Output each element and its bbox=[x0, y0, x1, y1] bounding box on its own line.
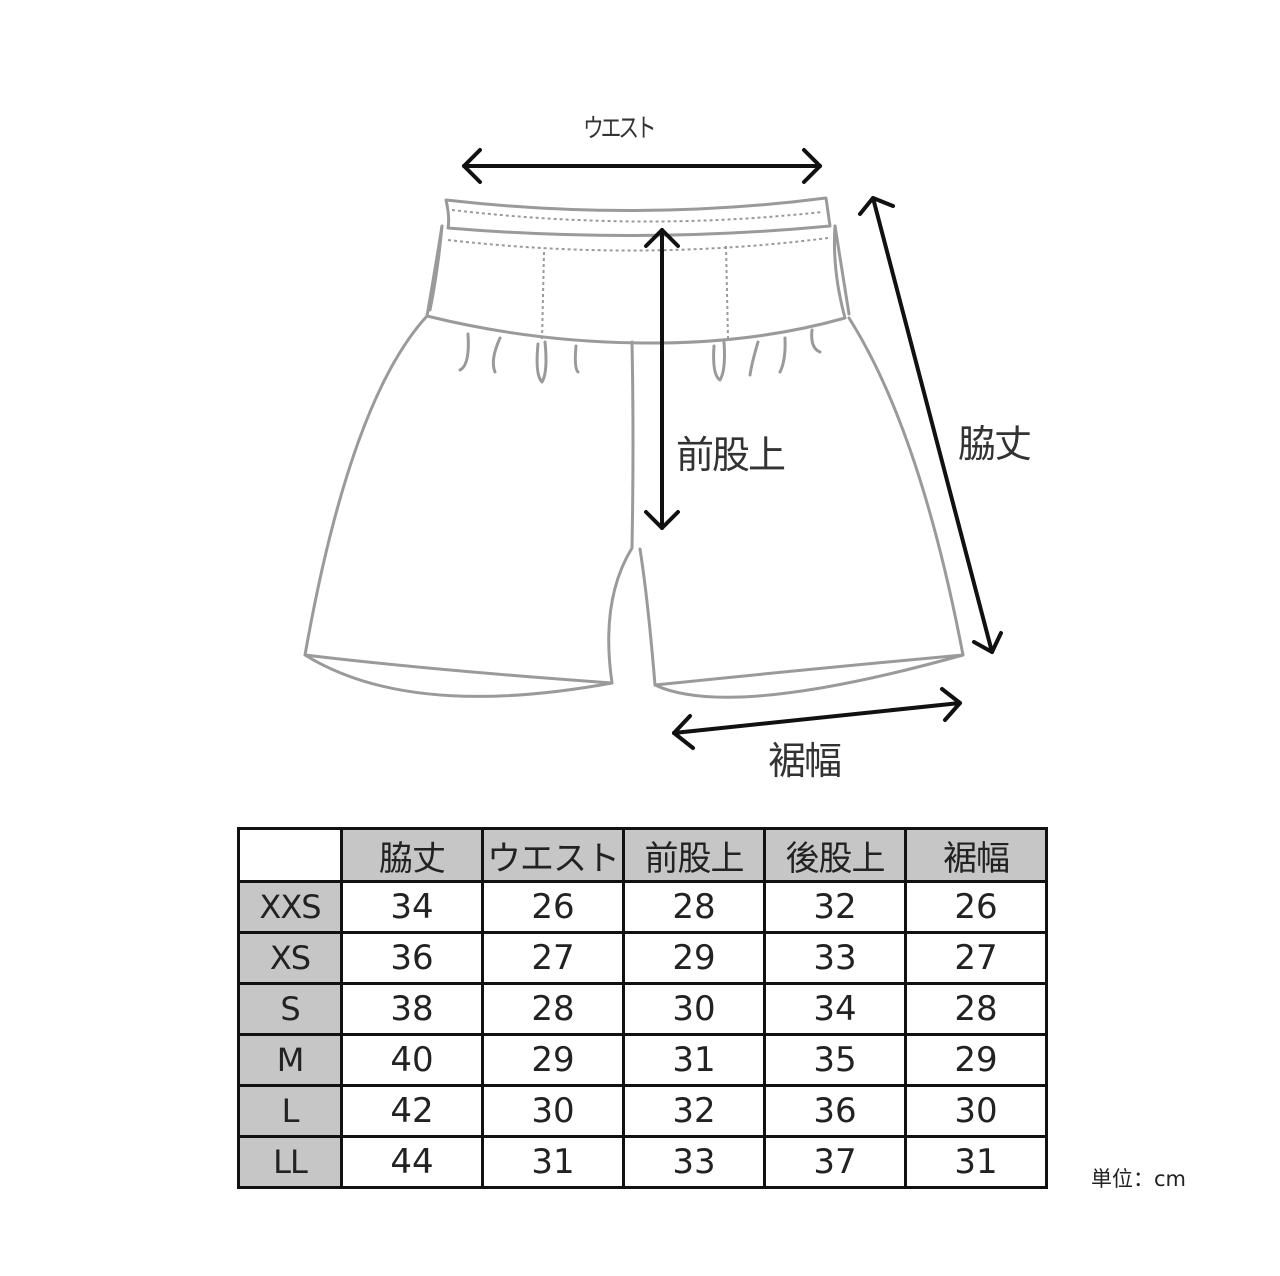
table-cell: 33 bbox=[763, 931, 907, 985]
size-label: M bbox=[237, 1033, 343, 1087]
size-label: XXS bbox=[237, 880, 343, 934]
table-cell: 31 bbox=[481, 1135, 625, 1189]
table-cell: 38 bbox=[340, 982, 484, 1036]
table-cell: 40 bbox=[340, 1033, 484, 1087]
table-cell: 42 bbox=[340, 1084, 484, 1138]
table-cell: 32 bbox=[763, 880, 907, 934]
table-row: XS 36 27 29 33 27 bbox=[237, 931, 1048, 985]
table-cell: 26 bbox=[481, 880, 625, 934]
table-cell: 44 bbox=[340, 1135, 484, 1189]
table-cell: 37 bbox=[763, 1135, 907, 1189]
table-row: S 38 28 30 34 28 bbox=[237, 982, 1048, 1036]
table-cell: 30 bbox=[481, 1084, 625, 1138]
table-cell: 27 bbox=[904, 931, 1048, 985]
table-cell: 28 bbox=[481, 982, 625, 1036]
table-cell: 27 bbox=[481, 931, 625, 985]
table-cell: 29 bbox=[481, 1033, 625, 1087]
table-row: LL 44 31 33 37 31 bbox=[237, 1135, 1048, 1189]
col-header-waist: ウエスト bbox=[481, 827, 625, 883]
waist-label: ウエスト bbox=[583, 114, 657, 144]
col-header-side-length: 脇丈 bbox=[340, 827, 484, 883]
table-row: XXS 34 26 28 32 26 bbox=[237, 880, 1048, 934]
table-cell: 28 bbox=[622, 880, 766, 934]
table-cell: 34 bbox=[763, 982, 907, 1036]
table-corner-cell bbox=[237, 827, 343, 883]
shorts-outline-illustration bbox=[303, 148, 1003, 750]
table-cell: 30 bbox=[622, 982, 766, 1036]
table-cell: 28 bbox=[904, 982, 1048, 1036]
table-cell: 31 bbox=[904, 1135, 1048, 1189]
col-header-back-rise: 後股上 bbox=[763, 827, 907, 883]
shorts-diagram: ウエスト 前股上 脇丈 裾幅 bbox=[303, 114, 1032, 783]
size-label: S bbox=[237, 982, 343, 1036]
table-cell: 35 bbox=[763, 1033, 907, 1087]
table-cell: 34 bbox=[340, 880, 484, 934]
table-cell: 36 bbox=[340, 931, 484, 985]
col-header-hem-width: 裾幅 bbox=[904, 827, 1048, 883]
table-row: M 40 29 31 35 29 bbox=[237, 1033, 1048, 1087]
table-cell: 29 bbox=[622, 931, 766, 985]
table-cell: 32 bbox=[622, 1084, 766, 1138]
table-cell: 31 bbox=[622, 1033, 766, 1087]
table-cell: 26 bbox=[904, 880, 1048, 934]
table-header-row: 脇丈 ウエスト 前股上 後股上 裾幅 bbox=[237, 827, 1048, 883]
size-label: XS bbox=[237, 931, 343, 985]
unit-note: 単位：cm bbox=[1091, 1167, 1187, 1191]
size-label: LL bbox=[237, 1135, 343, 1189]
table-cell: 36 bbox=[763, 1084, 907, 1138]
hem-width-label: 裾幅 bbox=[768, 739, 842, 783]
col-header-front-rise: 前股上 bbox=[622, 827, 766, 883]
front-rise-label: 前股上 bbox=[676, 433, 786, 477]
size-chart-table: 脇丈 ウエスト 前股上 後股上 裾幅 XXS 34 26 28 32 26 XS… bbox=[237, 827, 1048, 1189]
size-label: L bbox=[237, 1084, 343, 1138]
table-cell: 33 bbox=[622, 1135, 766, 1189]
table-row: L 42 30 32 36 30 bbox=[237, 1084, 1048, 1138]
table-cell: 29 bbox=[904, 1033, 1048, 1087]
side-length-label: 脇丈 bbox=[958, 422, 1032, 466]
table-cell: 30 bbox=[904, 1084, 1048, 1138]
